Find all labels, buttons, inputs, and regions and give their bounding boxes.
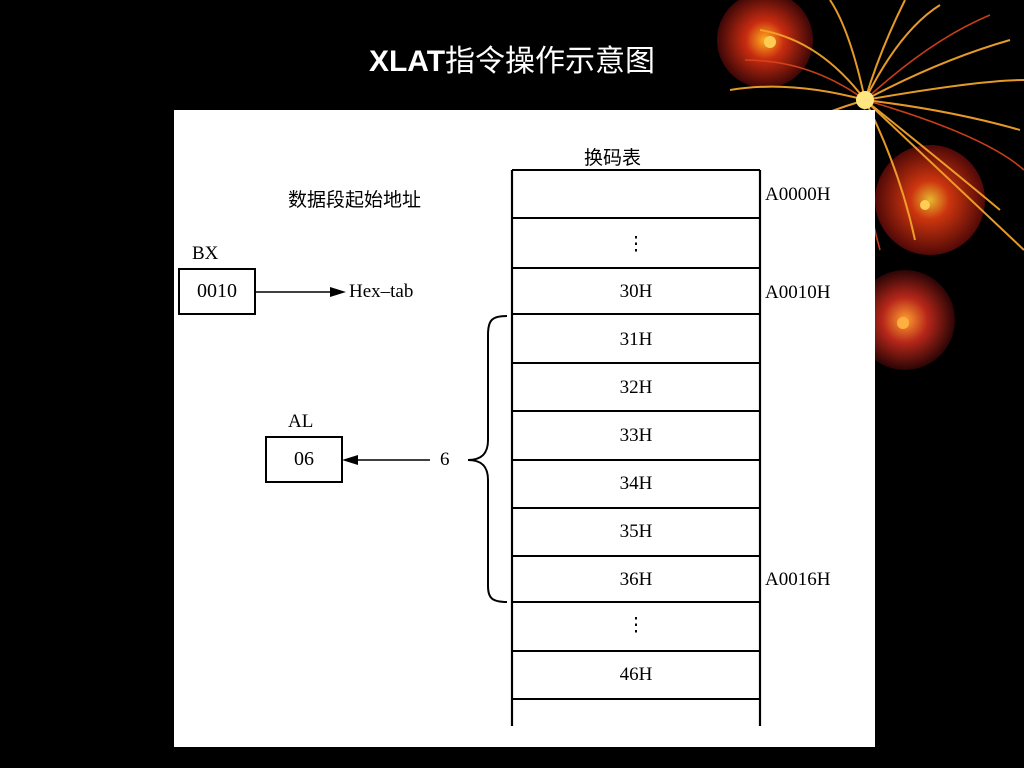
diagram-panel: 换码表 数据段起始地址 BX 0010 Hex–tab AL 06 6 ⋮ 30… — [174, 110, 875, 747]
table-cell: 31H — [619, 329, 653, 350]
table-cell: 46H — [619, 664, 653, 685]
slide-title: XLAT指令操作示意图 — [0, 38, 1024, 86]
segment-start-label: 数据段起始地址 — [288, 189, 422, 211]
arrow-offset-to-al — [342, 455, 430, 465]
table-cell: 33H — [619, 425, 653, 446]
bx-register-box: 0010 — [178, 268, 256, 315]
table-cell-ellipsis: ⋮ — [626, 615, 646, 636]
arrow-bx-to-hextab — [256, 287, 346, 297]
hex-tab-label: Hex–tab — [349, 281, 414, 302]
address-a0000h: A0000H — [765, 184, 831, 205]
table-cell: 35H — [619, 521, 653, 542]
table-row-lines — [512, 169, 760, 700]
address-a0016h: A0016H — [765, 569, 831, 590]
table-cell-ellipsis: ⋮ — [626, 234, 646, 255]
table-cell: 34H — [619, 473, 653, 494]
al-value: 06 — [294, 448, 314, 470]
bx-value: 0010 — [197, 280, 237, 302]
table-cell: 32H — [619, 377, 653, 398]
table-cell: 30H — [619, 281, 653, 302]
slide-title-cn: 指令操作示意图 — [445, 44, 656, 79]
table-cell: 36H — [619, 569, 653, 590]
diagram-lines — [256, 169, 762, 726]
table-title: 换码表 — [584, 147, 642, 169]
offset-brace — [467, 315, 508, 603]
al-label: AL — [288, 411, 314, 432]
address-a0010h: A0010H — [765, 282, 831, 303]
slide-title-en: XLAT — [368, 45, 446, 78]
offset-label: 6 — [440, 449, 450, 470]
al-register-box: 06 — [265, 436, 343, 483]
bx-label: BX — [192, 243, 219, 264]
